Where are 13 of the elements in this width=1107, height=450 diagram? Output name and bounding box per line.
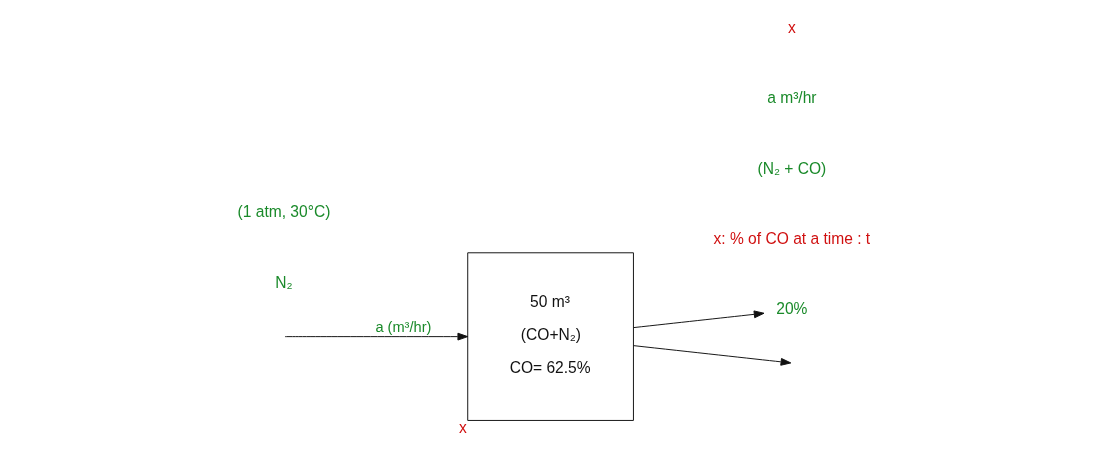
arrow: [632, 310, 764, 329]
label: x: [787, 19, 796, 37]
label: x: % of CO at a time : t: [713, 229, 870, 247]
node-label: x: [458, 418, 467, 436]
label: N₂: [274, 273, 293, 291]
node-box: 50 m³ (CO+N₂) CO= 62.5%: [466, 252, 634, 421]
label: (N₂ + CO): [756, 159, 826, 177]
edge-label: a (m³/hr): [374, 318, 431, 335]
arrow: [284, 332, 468, 341]
label: a m³/hr: [766, 89, 817, 107]
label: (1 atm, 30°C): [237, 203, 330, 221]
node-text: 20%: [775, 300, 807, 317]
arrow: [632, 345, 791, 366]
